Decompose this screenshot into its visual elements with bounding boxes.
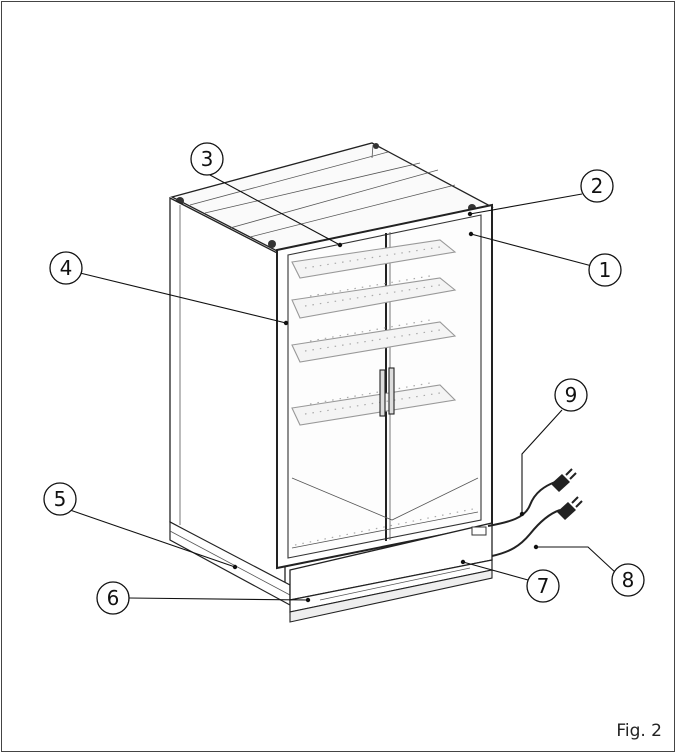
- callout-2: 2: [580, 169, 614, 203]
- svg-text:1: 1: [599, 258, 612, 282]
- callout-7: 7: [526, 569, 560, 603]
- shelves: [291, 239, 457, 426]
- callout-1: 1: [588, 253, 622, 287]
- svg-text:2: 2: [591, 174, 604, 198]
- svg-text:5: 5: [54, 487, 67, 511]
- callout-5: 5: [43, 482, 77, 516]
- power-cords: [487, 468, 583, 557]
- plug-icon: [551, 468, 577, 492]
- svg-text:7: 7: [537, 574, 550, 598]
- svg-text:4: 4: [60, 256, 73, 280]
- callout-8: 8: [611, 563, 645, 597]
- callout-9: 9: [554, 378, 588, 412]
- callout-6: 6: [96, 581, 130, 615]
- svg-text:8: 8: [622, 568, 635, 592]
- svg-text:3: 3: [201, 147, 214, 171]
- svg-text:6: 6: [107, 586, 120, 610]
- plug-icon: [557, 496, 583, 520]
- figure-caption: Fig. 2: [616, 721, 662, 741]
- callouts: 1 2 3 4 5: [43, 142, 645, 615]
- svg-text:9: 9: [565, 383, 578, 407]
- cabinet: [169, 142, 494, 623]
- callout-3: 3: [190, 142, 224, 176]
- callout-4: 4: [49, 251, 83, 285]
